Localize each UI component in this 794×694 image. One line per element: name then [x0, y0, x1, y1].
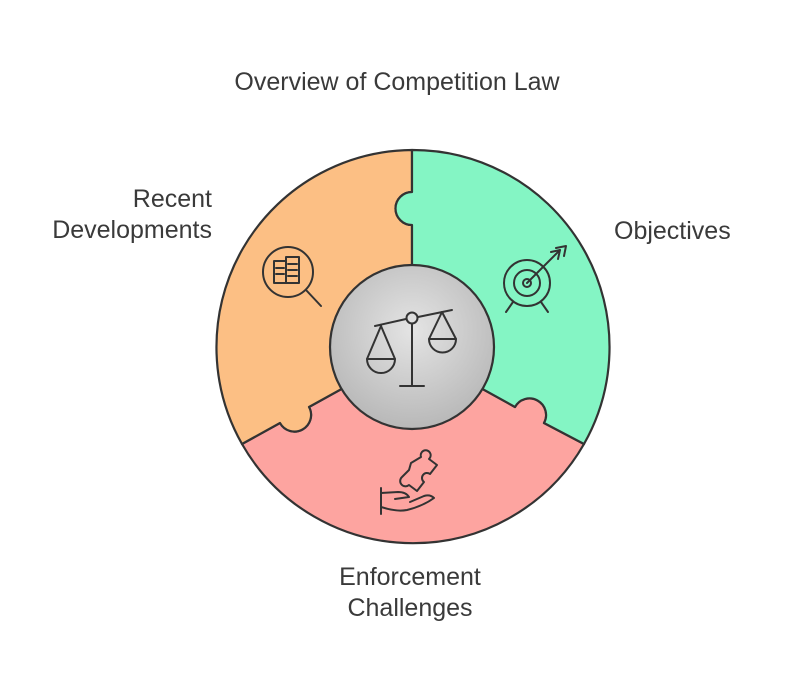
magnifier-document-icon — [262, 246, 322, 307]
diagram-title: Overview of Competition Law — [234, 68, 560, 96]
label-recent-line2: Developments — [52, 216, 212, 244]
segment-objectives — [394, 148, 611, 446]
label-recent-developments: Recent Developments — [52, 184, 212, 246]
scales-icon — [366, 309, 457, 387]
label-objectives: Objectives — [614, 216, 731, 247]
label-enforcement-line2: Challenges — [347, 594, 473, 622]
label-enforcement-line1: Enforcement — [339, 563, 481, 591]
label-objectives-line1: Objectives — [614, 217, 731, 245]
hand-puzzle-icon — [380, 449, 438, 515]
label-enforcement-challenges: Enforcement Challenges — [0, 562, 794, 624]
target-arrow-icon — [503, 245, 567, 313]
label-recent-line1: Recent — [132, 185, 212, 213]
